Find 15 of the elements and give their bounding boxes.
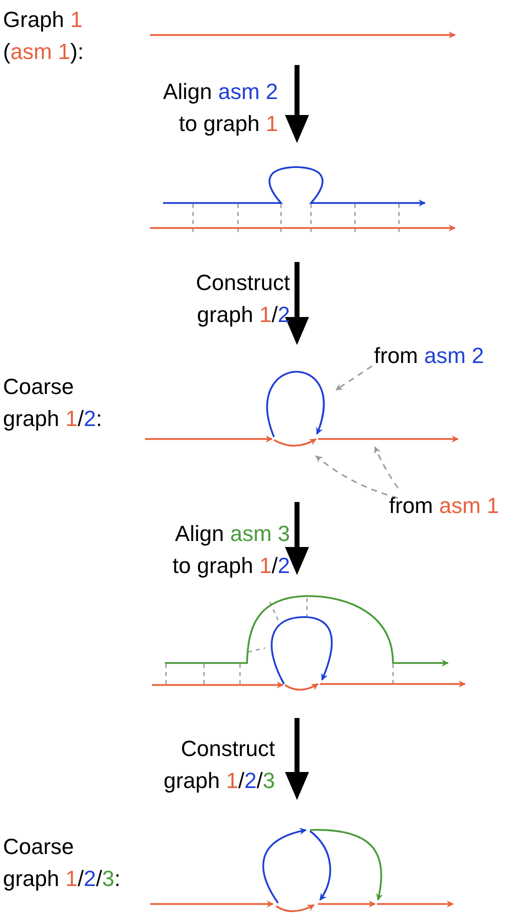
step-label: Align asm 3 to graph 1/2: [172, 520, 290, 580]
loop-path: [266, 370, 324, 438]
curve-path: [274, 438, 317, 447]
leader-line: [374, 446, 399, 488]
step-label: Coarse graph 1/2:: [3, 373, 104, 433]
step-label: Coarse graph 1/2/3:: [3, 833, 122, 893]
step-label: Graph 1 (asm 1):: [3, 6, 85, 66]
step-label: Construct graph 1/2/3: [162, 735, 275, 795]
source-label: from asm 1: [389, 490, 500, 522]
step-label: Align asm 2 to graph 1: [162, 78, 278, 138]
leader-line: [315, 455, 398, 499]
step-label: Construct graph 1/2: [194, 269, 290, 329]
source-label: from asm 2: [374, 340, 484, 372]
line-path: [318, 436, 459, 442]
leader-line: [335, 365, 372, 391]
